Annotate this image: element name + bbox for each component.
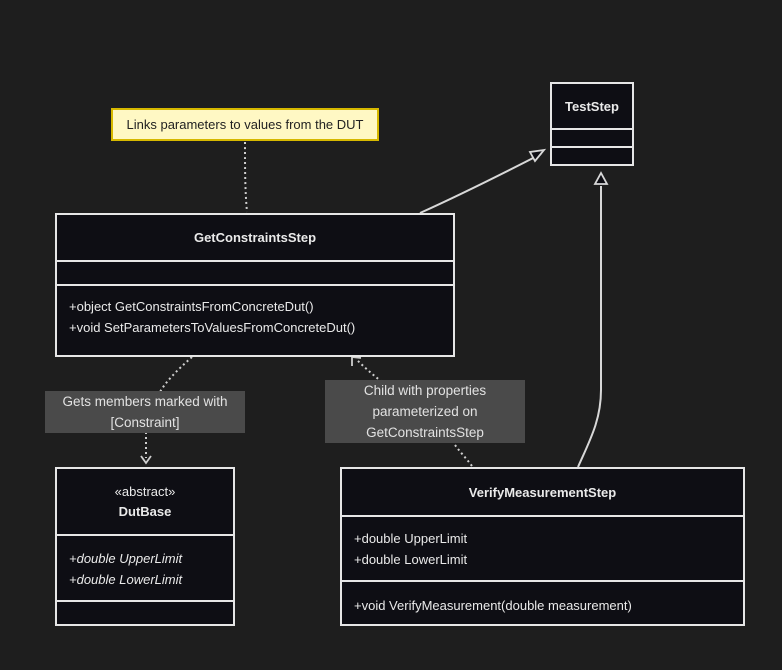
class-header: «abstract» DutBase bbox=[57, 469, 233, 536]
note-connector bbox=[244, 141, 248, 213]
attribute-item: +double UpperLimit bbox=[354, 531, 468, 546]
class-name: GetConstraintsStep bbox=[193, 230, 317, 245]
edge-label-gets-members: Gets members marked with [Constraint] bbox=[45, 391, 245, 433]
class-teststep[interactable]: TestStep bbox=[550, 82, 634, 166]
methods-section: +void VerifyMeasurement(double measureme… bbox=[342, 582, 743, 616]
dependency-edge-getconstraints-dutbase bbox=[145, 356, 193, 458]
dependency-arrowhead bbox=[140, 455, 152, 465]
attributes-section: +double UpperLimit +double LowerLimit bbox=[342, 517, 743, 582]
class-verifymeasurementstep[interactable]: VerifyMeasurementStep +double UpperLimit… bbox=[340, 467, 745, 626]
dependency-edge-verify-getconstraints bbox=[355, 358, 473, 467]
method-item: +object GetConstraintsFromConcreteDut() bbox=[69, 299, 314, 314]
methods-section bbox=[552, 148, 632, 164]
class-header: TestStep bbox=[552, 84, 632, 130]
inheritance-edge-verify-teststep bbox=[577, 186, 602, 468]
edge-label-line: parameterized on bbox=[372, 404, 478, 419]
attributes-section bbox=[57, 262, 453, 286]
edge-label-line: [Constraint] bbox=[110, 415, 180, 430]
class-name: DutBase bbox=[118, 504, 172, 519]
attribute-item: +double UpperLimit bbox=[69, 551, 183, 566]
edge-label-line: Child with properties bbox=[363, 383, 487, 398]
inheritance-edge-getconstraints-teststep bbox=[419, 153, 542, 214]
class-stereotype: «abstract» bbox=[114, 484, 176, 499]
dependency-arrowhead bbox=[351, 355, 362, 366]
inheritance-arrowhead bbox=[528, 148, 547, 163]
inheritance-arrowhead bbox=[593, 171, 609, 185]
attributes-section bbox=[552, 130, 632, 148]
class-getconstraintsstep[interactable]: GetConstraintsStep +object GetConstraint… bbox=[55, 213, 455, 357]
attributes-section: +double UpperLimit +double LowerLimit bbox=[57, 536, 233, 602]
class-header: VerifyMeasurementStep bbox=[342, 469, 743, 517]
edge-label-line: Gets members marked with bbox=[62, 394, 228, 409]
attribute-item: +double LowerLimit bbox=[69, 572, 183, 587]
note-text: Links parameters to values from the DUT bbox=[126, 117, 364, 132]
method-item: +void VerifyMeasurement(double measureme… bbox=[354, 598, 632, 613]
edge-label-child-with-properties: Child with properties parameterized on G… bbox=[325, 380, 525, 443]
edge-label-line: GetConstraintsStep bbox=[366, 425, 484, 440]
methods-section: +object GetConstraintsFromConcreteDut() … bbox=[57, 286, 453, 338]
note: Links parameters to values from the DUT bbox=[111, 108, 379, 141]
class-dutbase[interactable]: «abstract» DutBase +double UpperLimit +d… bbox=[55, 467, 235, 626]
class-name: VerifyMeasurementStep bbox=[468, 484, 617, 500]
methods-section bbox=[57, 602, 233, 624]
class-header: GetConstraintsStep bbox=[57, 215, 453, 262]
attribute-item: +double LowerLimit bbox=[354, 552, 468, 567]
method-item: +void SetParametersToValuesFromConcreteD… bbox=[69, 320, 356, 335]
class-name: TestStep bbox=[565, 98, 619, 114]
